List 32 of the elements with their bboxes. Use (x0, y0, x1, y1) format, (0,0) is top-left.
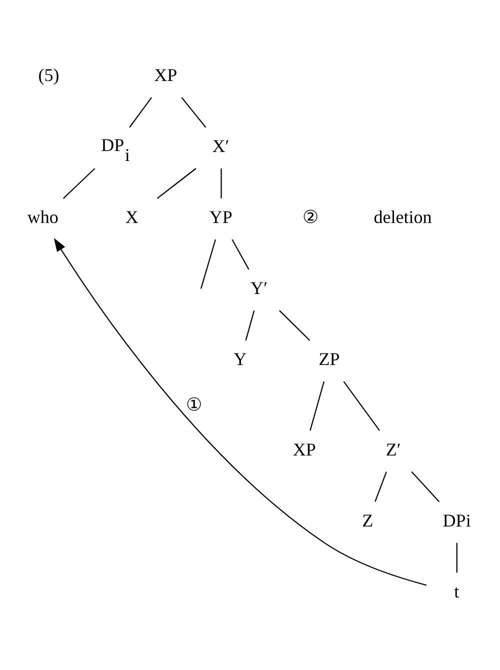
connector (181, 97, 206, 128)
label: (5) (38, 65, 60, 86)
node-text: YP (209, 207, 232, 228)
node-text: DPi (442, 510, 471, 530)
label: ② (302, 207, 318, 228)
connector (220, 168, 222, 198)
node-text: t (454, 581, 460, 602)
node-text: Z′ (386, 439, 401, 460)
arrow (54, 238, 427, 586)
node-text: XP (154, 65, 178, 86)
node-text: ZP (318, 349, 340, 370)
connector (156, 168, 196, 199)
label: deletion (374, 207, 432, 228)
connector (279, 310, 310, 341)
node-text: XP (292, 439, 316, 460)
connector (63, 168, 96, 199)
connector (456, 542, 458, 573)
connector (232, 239, 250, 270)
connector (374, 472, 387, 502)
edge-label: ① (186, 394, 202, 414)
node-text: Y (234, 349, 247, 370)
connector (411, 471, 440, 502)
connector (200, 239, 216, 289)
connector (343, 381, 380, 431)
connector (245, 310, 255, 341)
node-text: X (125, 207, 138, 228)
node-text: X′ (212, 136, 230, 156)
node-text: who (27, 207, 58, 228)
connector (310, 381, 325, 431)
node-text: Z (362, 510, 374, 530)
connector (129, 97, 152, 128)
node-text: Y′ (250, 278, 268, 298)
